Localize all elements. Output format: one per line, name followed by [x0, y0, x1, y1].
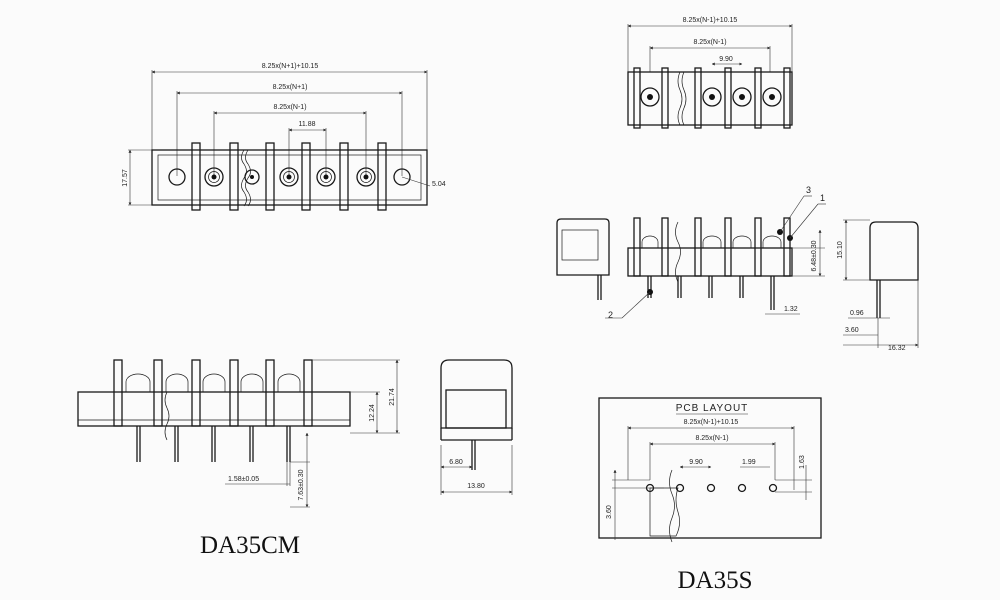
- da35cm-top-view: 8.25x(N+1)+10.15 8.25x(N+1) 8.25x(N-1) 1…: [122, 63, 446, 211]
- dim-s-pitch-total: 8.25x(N-1): [693, 39, 726, 46]
- dim-hole-dia: 5.04: [432, 181, 446, 188]
- da35s-front-view: 2 3 1 6.48±0.30 1.32: [556, 185, 826, 320]
- da35cm-end-view: 6.80 13.80: [440, 359, 513, 495]
- dim-s-end-depth: 16.32: [888, 345, 906, 352]
- dim-s-pin-w: 1.32: [784, 306, 798, 313]
- title-da35s: DA35S: [677, 567, 752, 594]
- callout-2: 2: [608, 310, 613, 320]
- dim-s-overall: 8.25x(N-1)+10.15: [683, 17, 738, 24]
- da35s-top-view: 8.25x(N-1)+10.15 8.25x(N-1) 9.90: [627, 17, 793, 129]
- dim-s-pitch: 9.90: [719, 56, 733, 63]
- dim-height-total: 21.74: [389, 388, 396, 406]
- dim-offset: 6.80: [449, 459, 463, 466]
- pcb-dim-edge: 3.60: [606, 505, 613, 519]
- dim-s-end-offset: 3.60: [845, 327, 859, 334]
- title-da35cm: DA35CM: [200, 532, 300, 559]
- da35s-end-view: 15.10 0.96 3.60 16.32: [837, 219, 919, 352]
- dim-height-body: 12.24: [369, 404, 376, 422]
- dim-s-end-pin-w: 0.96: [850, 310, 864, 317]
- dim-pin: 1.58±0.05: [228, 476, 259, 483]
- callout-1: 1: [820, 193, 825, 203]
- dim-width: 13.80: [467, 483, 485, 490]
- dim-s-end-height: 15.10: [837, 241, 844, 259]
- pcb-dim-overall: 8.25x(N-1)+10.15: [684, 419, 739, 426]
- pcb-dim-pitch-total: 8.25x(N-1): [695, 435, 728, 442]
- dim-holes: 8.25x(N+1): [273, 84, 308, 91]
- dim-overall: 8.25x(N+1)+10.15: [262, 63, 319, 70]
- dim-s-pin-len: 6.48±0.30: [811, 240, 818, 271]
- pcb-dim-row: 1.63: [799, 455, 806, 469]
- dim-pitch-total: 8.25x(N-1): [273, 104, 306, 111]
- dim-pin-len: 7.63±0.30: [298, 469, 305, 500]
- pcb-dim-hole: 1.99: [742, 459, 756, 466]
- pcb-layout: PCB LAYOUT 8.25x(N-1)+10.15 8.25x(N-1) 9…: [598, 397, 822, 543]
- da35cm-side-view: 21.74 12.24 1.58±0.05 7.63±0.30: [77, 359, 400, 508]
- dim-pitch: 11.88: [299, 121, 316, 128]
- callout-3: 3: [806, 185, 811, 195]
- pcb-dim-pitch: 9.90: [689, 459, 703, 466]
- dim-height: 17.57: [122, 169, 129, 187]
- pcb-title: PCB LAYOUT: [676, 403, 749, 414]
